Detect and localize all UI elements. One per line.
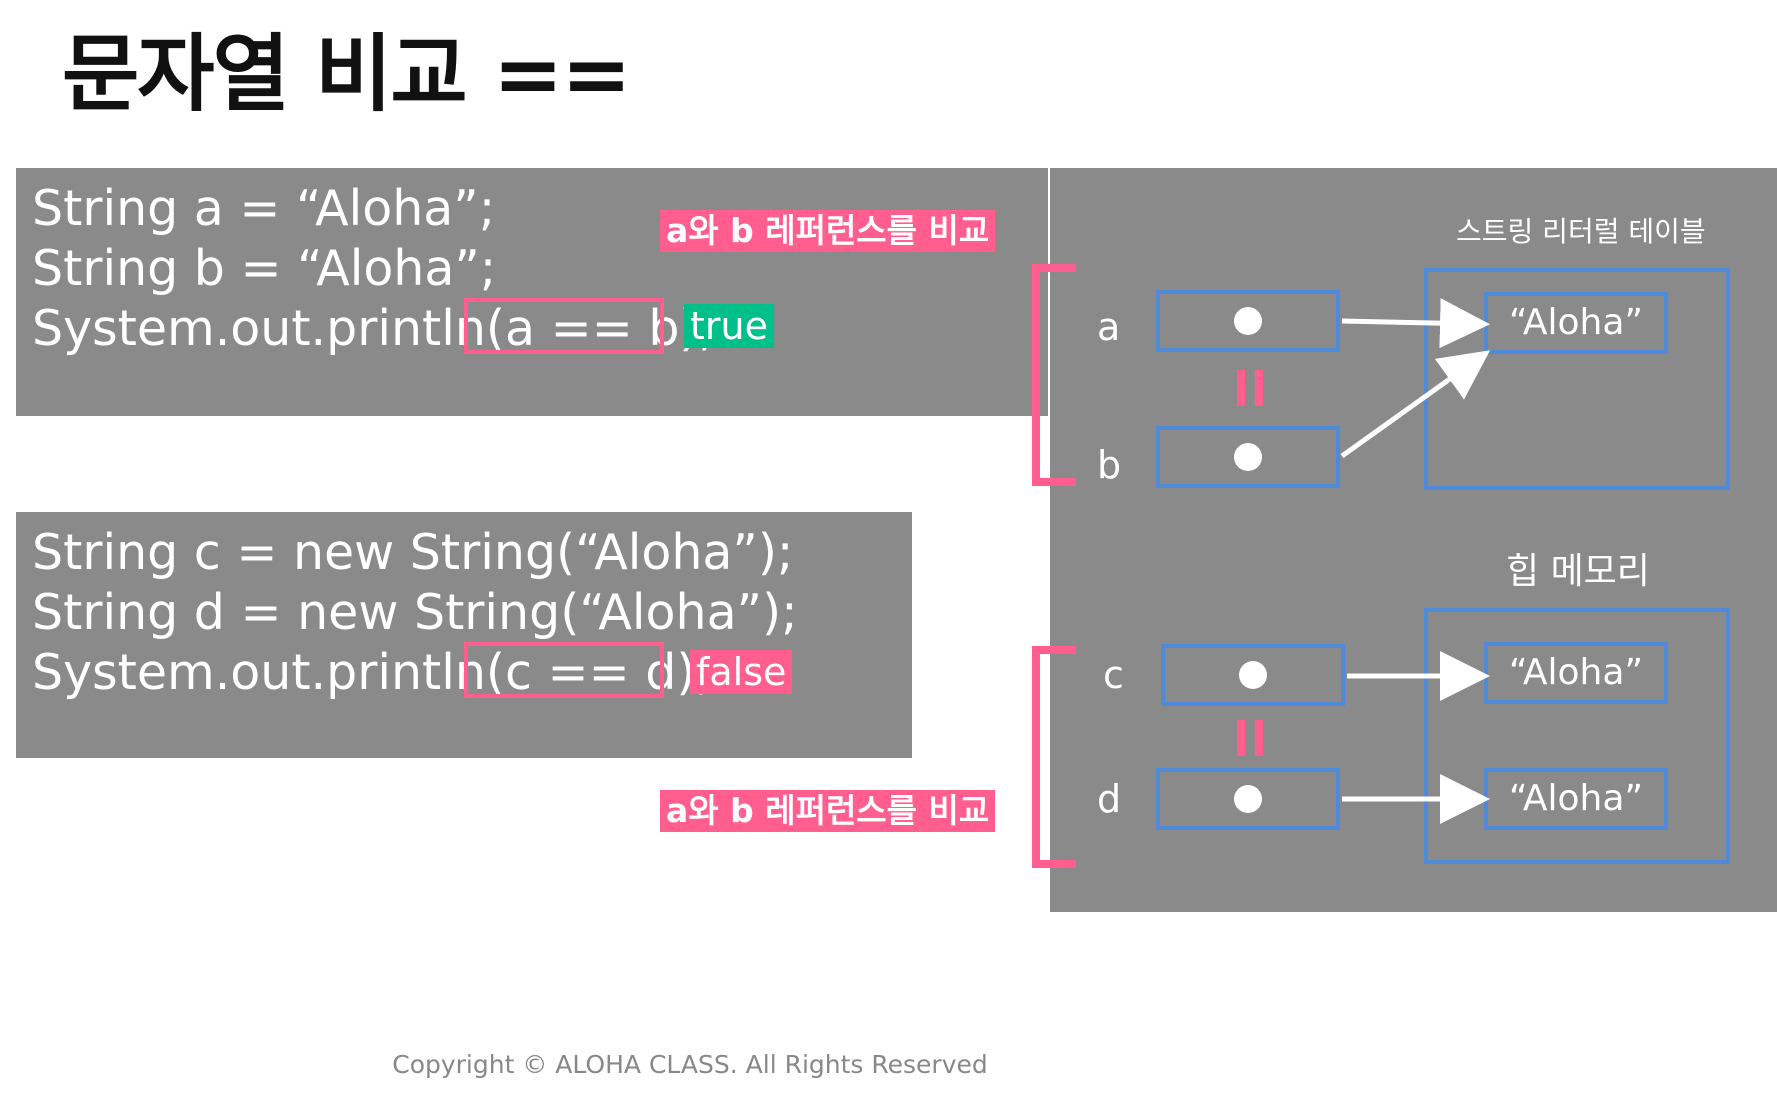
code-panel-new-string: String c = new String(“Aloha”); String d… <box>16 512 912 758</box>
ref-box-b <box>1156 426 1340 488</box>
bracket-cd <box>1032 646 1076 868</box>
code-line-println-ab: System.out.println(a == b); <box>32 300 716 357</box>
comparison-highlight <box>464 642 664 698</box>
code-line-b: String b = “Aloha”; <box>32 240 497 297</box>
equal-mark <box>1237 720 1263 756</box>
result-true-badge: true <box>684 304 774 348</box>
ref-box-d <box>1156 768 1340 830</box>
literal-table-title: 스트링 리터럴 테이블 <box>1456 215 1706 248</box>
var-label-a: a <box>1097 305 1121 349</box>
bracket-ab <box>1032 264 1076 486</box>
reference-dot <box>1234 307 1262 335</box>
copyright-footer: Copyright © ALOHA CLASS. All Rights Rese… <box>392 1050 988 1079</box>
var-label-d: d <box>1097 777 1122 821</box>
reference-dot <box>1234 443 1262 471</box>
var-label-b: b <box>1097 443 1122 487</box>
page-title: 문자열 비교 == <box>62 25 632 123</box>
result-false-badge: false <box>690 650 793 694</box>
equal-mark <box>1237 370 1263 406</box>
reference-compare-note: a와 b 레퍼런스를 비교 <box>660 790 996 832</box>
literal-string-box: “Aloha” <box>1484 292 1668 354</box>
arrow-a-to-literal <box>1341 298 1490 349</box>
code-line-c: String c = new String(“Aloha”); <box>32 524 794 581</box>
code-line-a: String a = “Aloha”; <box>32 180 496 237</box>
comparison-highlight <box>464 298 664 354</box>
heap-string-box-d: “Aloha” <box>1484 768 1668 830</box>
ref-box-a <box>1156 290 1340 352</box>
heap-memory-area <box>1424 608 1730 864</box>
arrow-b-to-literal <box>1340 350 1491 459</box>
reference-compare-note: a와 b 레퍼런스를 비교 <box>660 210 996 252</box>
ref-box-c <box>1161 644 1345 706</box>
code-panel-literal: String a = “Aloha”; String b = “Aloha”; … <box>16 168 1048 416</box>
code-line-d: String d = new String(“Aloha”); <box>32 584 798 641</box>
reference-dot <box>1239 661 1267 689</box>
heap-memory-title: 힙 메모리 <box>1506 551 1650 592</box>
var-label-c: c <box>1103 653 1124 697</box>
code-line-println-cd: System.out.println(c == d); <box>32 644 712 701</box>
heap-string-box-c: “Aloha” <box>1484 642 1668 704</box>
literal-table-area <box>1424 268 1730 490</box>
memory-diagram: 스트링 리터럴 테이블 “Aloha” a b 힙 메모리 “Aloha” “A… <box>1050 168 1777 912</box>
reference-dot <box>1234 785 1262 813</box>
